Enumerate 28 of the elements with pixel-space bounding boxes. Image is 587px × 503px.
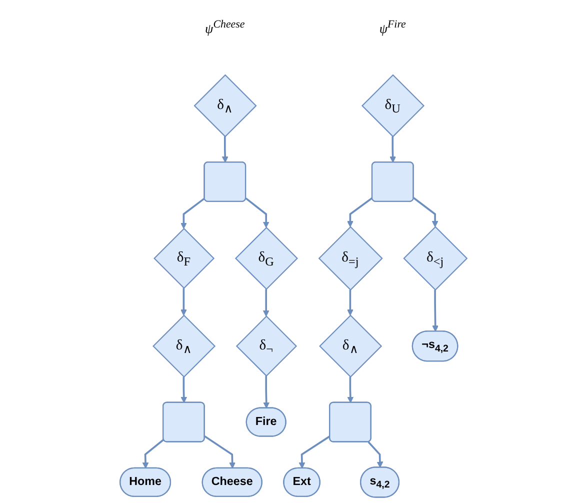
arrow — [347, 197, 373, 228]
node-diamond: δ$_{U}$ — [361, 74, 425, 138]
arrow — [180, 198, 206, 229]
arrow — [347, 376, 354, 403]
node-diamond: δ$_{G}$ — [234, 226, 298, 290]
node-label: ψ$^{Fire}$ — [379, 18, 406, 36]
arrow — [262, 289, 270, 317]
arrow — [142, 438, 164, 469]
arrow — [390, 136, 396, 163]
arrow — [368, 441, 384, 468]
arrow — [263, 376, 270, 408]
node-diamond: δ$_{∧}$ — [194, 74, 257, 138]
arrow — [298, 435, 330, 469]
node-label: ψ$^{Cheese}$ — [205, 18, 245, 36]
arrow — [413, 197, 438, 228]
node-diamond: δ$_{∧}$ — [152, 314, 216, 378]
node-diamond: δ$_{¬}$ — [236, 316, 298, 377]
arrow — [180, 288, 187, 316]
arrow — [180, 376, 188, 403]
node-diamond: δ$_{<j}$ — [403, 226, 468, 291]
arrow — [245, 198, 270, 228]
node-diamond: δ$_{=j}$ — [318, 226, 383, 291]
arrow — [204, 435, 236, 469]
node-diamond: δ$_{∧}$ — [319, 314, 382, 378]
arrow — [432, 290, 439, 332]
arrow — [347, 290, 354, 316]
node-diamond: δ$_{F}$ — [154, 228, 215, 289]
arrow — [222, 136, 228, 163]
